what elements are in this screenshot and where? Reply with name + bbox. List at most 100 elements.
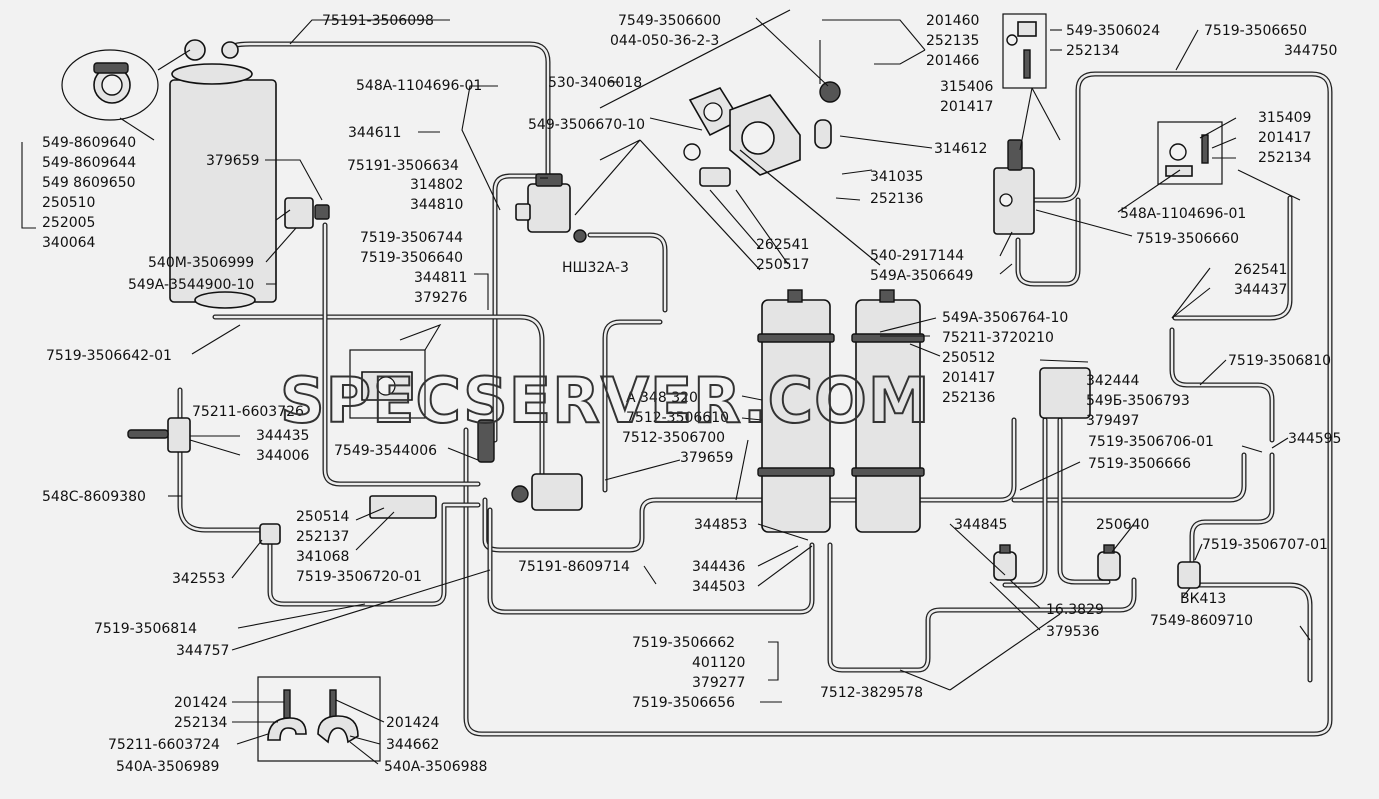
label-250512: 250512 xyxy=(942,350,995,366)
inset-bracket xyxy=(349,349,426,419)
label-341068: 341068 xyxy=(296,549,349,565)
label-201466: 201466 xyxy=(926,53,980,69)
label-7519-3506650: 7519-3506650 xyxy=(1204,23,1307,39)
pipe-75191-3506098 xyxy=(227,41,551,178)
label-7549-3544006: 7549-3544006 xyxy=(334,443,437,459)
label-a-348-320: A 348 320 xyxy=(626,390,698,406)
label-7519-3506642-01: 7519-3506642-01 xyxy=(46,348,172,364)
label-379536: 379536 xyxy=(1046,624,1100,640)
label-314612: 314612 xyxy=(934,141,987,157)
label-549B-3506793: 549Б-3506793 xyxy=(1086,393,1190,409)
label-549A-3506764-10: 549A-3506764-10 xyxy=(942,310,1068,326)
label-344436: 344436 xyxy=(692,559,746,575)
pipelines xyxy=(177,41,1333,737)
unloader-valve-7549-3544006 xyxy=(477,419,583,511)
clamp-detail xyxy=(61,49,191,121)
label-549-8609650: 549 8609650 xyxy=(42,175,136,191)
label-379277: 379277 xyxy=(692,675,745,691)
part-number-labels: 75191-3506098 549-8609640 549-8609644 54… xyxy=(42,13,1341,775)
label-549-8609640: 549-8609640 xyxy=(42,135,136,151)
inset-549-3506024 xyxy=(1002,13,1047,89)
label-vk413: ВК413 xyxy=(1180,591,1226,607)
label-75211-6603726: 75211-6603726 xyxy=(192,404,304,420)
air-tank-2 xyxy=(851,289,925,533)
label-344757: 344757 xyxy=(176,643,229,659)
label-252136-center: 252136 xyxy=(942,390,996,406)
label-548A-1104696-01-left: 548A-1104696-01 xyxy=(356,78,482,94)
brake-valve-250640 xyxy=(1097,544,1121,581)
label-340064: 340064 xyxy=(42,235,96,251)
label-344503: 344503 xyxy=(692,579,745,595)
label-401120: 401120 xyxy=(692,655,745,671)
label-344437: 344437 xyxy=(1234,282,1287,298)
label-540M-3506999: 540M-3506999 xyxy=(148,255,254,271)
label-540-2917144: 540-2917144 xyxy=(870,248,964,264)
pressure-regulator xyxy=(284,197,330,229)
label-314802: 314802 xyxy=(410,177,463,193)
label-252134-right: 252134 xyxy=(1258,150,1312,166)
label-201417-top: 201417 xyxy=(940,99,993,115)
label-379276: 379276 xyxy=(414,290,468,306)
label-7519-3506656: 7519-3506656 xyxy=(632,695,735,711)
label-548C-8609380: 548C-8609380 xyxy=(42,489,146,505)
label-7519-3506810: 7519-3506810 xyxy=(1228,353,1331,369)
switch-vk413 xyxy=(1177,561,1201,589)
water-separator xyxy=(993,139,1035,235)
label-7512-3829578: 7512-3829578 xyxy=(820,685,923,701)
relief-valve-342444 xyxy=(1039,367,1091,419)
label-344611: 344611 xyxy=(348,125,401,141)
label-252137: 252137 xyxy=(296,529,349,545)
label-252005: 252005 xyxy=(42,215,95,231)
label-344006: 344006 xyxy=(256,448,310,464)
label-7519-3506720-01: 7519-3506720-01 xyxy=(296,569,422,585)
watermark: SPECSERVER.COM xyxy=(280,364,931,437)
label-252136: 252136 xyxy=(870,191,924,207)
label-315406: 315406 xyxy=(940,79,994,95)
label-250514: 250514 xyxy=(296,509,350,525)
label-315409: 315409 xyxy=(1258,110,1311,126)
label-250517: 250517 xyxy=(756,257,809,273)
label-7519-3506744: 7519-3506744 xyxy=(360,230,463,246)
label-548A-1104696-01-right: 548A-1104696-01 xyxy=(1120,206,1246,222)
label-75191-3506098: 75191-3506098 xyxy=(322,13,434,29)
label-16-3829: 16.3829 xyxy=(1046,602,1104,618)
label-540A-3506988: 540A-3506988 xyxy=(384,759,487,775)
label-201417-right: 201417 xyxy=(1258,130,1311,146)
label-262541-right: 262541 xyxy=(1234,262,1287,278)
label-75191-3506634: 75191-3506634 xyxy=(347,158,459,174)
label-nsh32a-3: НШ32А-3 xyxy=(562,260,629,276)
label-250510: 250510 xyxy=(42,195,95,211)
inset-clamps xyxy=(257,676,381,762)
label-344662: 344662 xyxy=(386,737,439,753)
label-75211-6603724: 75211-6603724 xyxy=(108,737,220,753)
label-344435: 344435 xyxy=(256,428,309,444)
air-tank-1 xyxy=(757,289,835,533)
label-044-050-36-2-3: 044-050-36-2-3 xyxy=(610,33,719,49)
leader-lines xyxy=(21,17,1311,765)
label-7519-3506814: 7519-3506814 xyxy=(94,621,197,637)
label-530-3406018: 530-3406018 xyxy=(548,75,642,91)
label-549-8609644: 549-8609644 xyxy=(42,155,136,171)
label-7519-3506707-01: 7519-3506707-01 xyxy=(1202,537,1328,553)
label-341035: 341035 xyxy=(870,169,923,185)
label-379659-center: 379659 xyxy=(680,450,733,466)
label-344750: 344750 xyxy=(1284,43,1337,59)
label-262541-center: 262541 xyxy=(756,237,809,253)
label-7512-3506700: 7512-3506700 xyxy=(622,430,725,446)
label-549-3506670-10: 549-3506670-10 xyxy=(528,117,645,133)
label-379497: 379497 xyxy=(1086,413,1139,429)
label-201460: 201460 xyxy=(926,13,979,29)
label-7549-3506600: 7549-3506600 xyxy=(618,13,721,29)
exploded-frame xyxy=(574,9,881,271)
label-540A-3506989: 540A-3506989 xyxy=(116,759,219,775)
valve-exploded-view xyxy=(683,81,841,187)
label-7519-3506706-01: 7519-3506706-01 xyxy=(1088,434,1214,450)
label-7519-3506660: 7519-3506660 xyxy=(1136,231,1239,247)
parts xyxy=(61,9,1223,762)
label-252135: 252135 xyxy=(926,33,979,49)
air-receiver-left xyxy=(169,39,277,309)
label-379659-left: 379659 xyxy=(206,153,259,169)
label-252134-top: 252134 xyxy=(1066,43,1120,59)
label-344810: 344810 xyxy=(410,197,463,213)
